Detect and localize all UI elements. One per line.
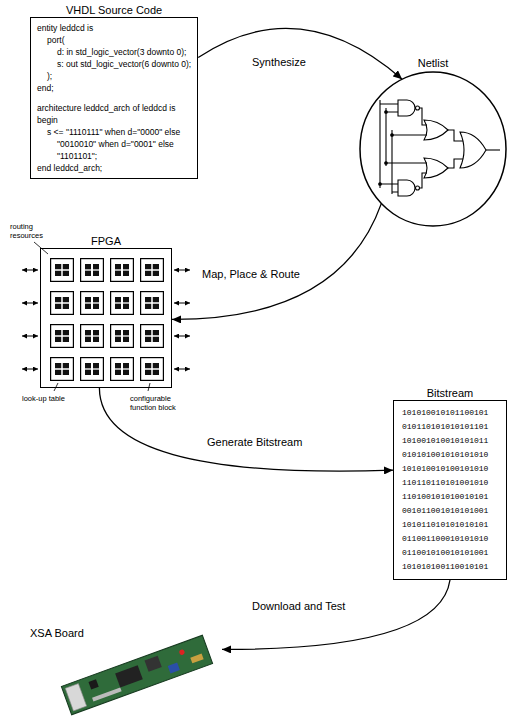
bit-row: 011001010010101001 [402, 546, 498, 560]
fpga-pins [22, 270, 190, 369]
flow-arrow [222, 580, 450, 649]
bit-row: 110100101010010101 [402, 490, 498, 504]
flow-arrow [99, 388, 393, 471]
part-label: routing resources [10, 222, 56, 240]
netlist-circle: Netlist [358, 56, 508, 228]
code-line: "0010010" when d="0001" else [37, 138, 191, 150]
fpga-cells [51, 259, 164, 381]
leader-lines [34, 242, 150, 391]
board-area: XSA Board [30, 626, 222, 718]
edge-label: Generate Bitstream [205, 436, 304, 449]
node-heading: VHDL Source Code [30, 3, 198, 17]
ellipse-outline [358, 70, 508, 228]
bit-row: 001011001010101001 [402, 504, 498, 518]
source-code-box-body: entity leddcd isport(d: in std_logic_vec… [30, 17, 198, 179]
bitstream-box-body: 1010100101011001010101101010101011011010… [393, 400, 507, 580]
edge-label: Map, Place & Route [200, 268, 302, 281]
code-line: port( [37, 34, 191, 46]
code-line: ); [37, 70, 191, 82]
node-heading: Bitstream [393, 386, 507, 400]
code-line: begin [37, 114, 191, 126]
code-line: entity leddcd is [37, 22, 191, 34]
fpga-chip: FPGA [40, 234, 172, 388]
fpga-chip-body [40, 248, 172, 388]
bit-row: 101001010010101011 [402, 434, 498, 448]
board-area-body [30, 640, 222, 718]
netlist-gates [379, 100, 500, 196]
bitstream-box: Bitstream1010100101011001010101101010101… [393, 386, 507, 580]
node-heading: XSA Board [30, 626, 222, 640]
bit-row: 101010010100101010 [402, 462, 498, 476]
edge-label: Synthesize [250, 56, 308, 69]
node-heading: FPGA [40, 234, 172, 248]
bit-row: 011001100010101010 [402, 532, 498, 546]
node-heading: Netlist [358, 56, 508, 70]
bit-row: 010110101010101101 [402, 420, 498, 434]
bit-row: 101010010101100101 [402, 406, 498, 420]
edge-label: Download and Test [250, 600, 347, 613]
bit-row: 101011010101010101 [402, 518, 498, 532]
code-line: d: in std_logic_vector(3 downto 0); [37, 46, 191, 58]
code-line: end; [37, 82, 191, 94]
source-code-box: VHDL Source Codeentity leddcd isport(d: … [30, 3, 198, 179]
part-label: configurable function block [130, 394, 188, 412]
bit-row: 110110110101001010 [402, 476, 498, 490]
bit-row: 101010100110010101 [402, 560, 498, 574]
code-line: "1101101"; [37, 150, 191, 162]
code-line: s <= "1110111" when d="0000" else [37, 126, 191, 138]
code-line: architecture leddcd_arch of leddcd is [37, 102, 191, 114]
code-line: s: out std_logic_vector(6 downto 0); [37, 58, 191, 70]
part-label: look-up table [22, 394, 94, 403]
flow-arrow [172, 203, 381, 319]
xsa-board-picture [61, 635, 212, 714]
code-line: end leddcd_arch; [37, 162, 191, 174]
flow-arrow [198, 28, 402, 79]
bit-row: 010101001010101010 [402, 448, 498, 462]
netlist-circle-body [358, 70, 508, 228]
